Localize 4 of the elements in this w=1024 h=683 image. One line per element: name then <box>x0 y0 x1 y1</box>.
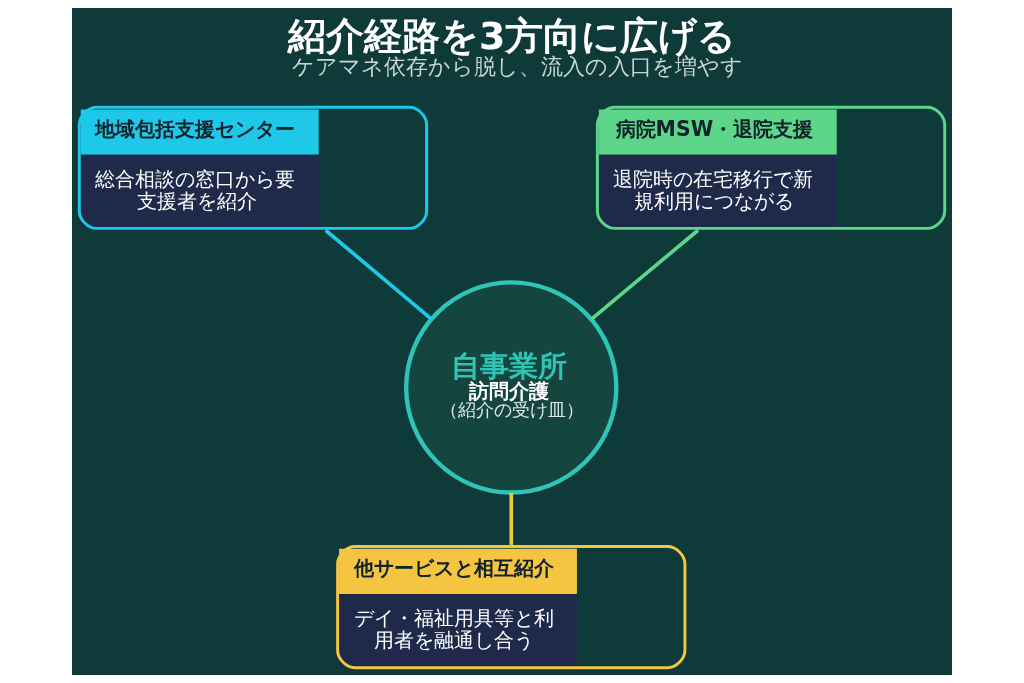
node-circle: 自事業所 訪問介護 （紹介の受け皿） <box>404 280 619 495</box>
connector <box>324 228 433 321</box>
connector <box>509 492 514 545</box>
connector <box>590 228 700 321</box>
